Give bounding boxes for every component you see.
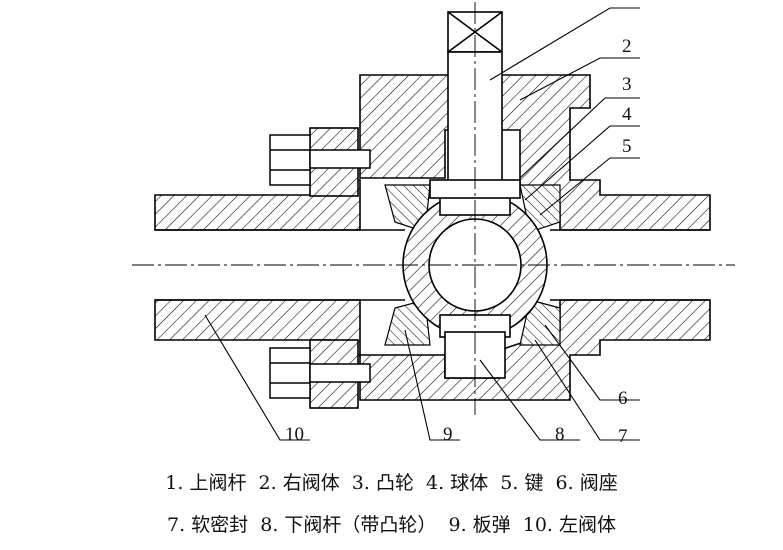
callout-9: 9 <box>443 424 453 445</box>
bolt-upper <box>269 134 371 186</box>
bolt-lower <box>269 347 371 399</box>
callout-10: 10 <box>285 424 304 445</box>
legend-line-1: 1. 上阀杆 2. 右阀体 3. 凸轮 4. 球体 5. 键 6. 阀座 <box>165 472 618 494</box>
callout-4: 4 <box>622 104 632 125</box>
callout-8: 8 <box>555 424 565 445</box>
callout-labels: 2 3 4 5 6 7 8 9 10 <box>285 36 632 447</box>
legend-line-2: 7. 软密封 8. 下阀杆（带凸轮） 9. 板弹 10. 左阀体 <box>167 514 616 536</box>
callout-6: 6 <box>618 388 628 409</box>
center-lines <box>132 2 735 415</box>
leader-lines <box>204 7 640 441</box>
flow-bore <box>155 229 710 301</box>
callout-7: 7 <box>618 426 628 447</box>
callout-5: 5 <box>622 136 632 157</box>
callout-2: 2 <box>622 36 632 57</box>
callout-3: 3 <box>622 74 632 95</box>
